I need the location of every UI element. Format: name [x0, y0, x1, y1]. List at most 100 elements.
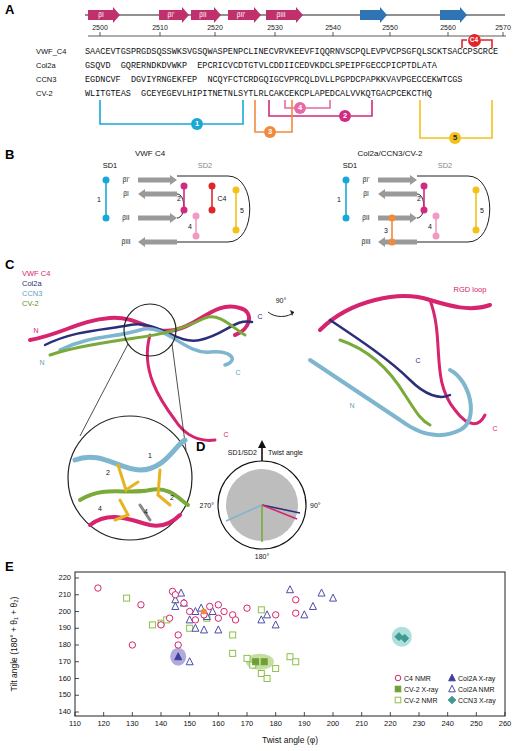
- panel-letter: C: [5, 258, 14, 271]
- data-point: [207, 603, 213, 609]
- label-text: 5: [240, 207, 244, 214]
- label-text: 5: [480, 207, 484, 214]
- data-point: [258, 670, 264, 676]
- label-text: Twist angle: [268, 449, 303, 456]
- label-text: 170: [58, 658, 71, 666]
- tick-mark: [75, 695, 79, 696]
- data-point: [244, 655, 250, 661]
- data-point: [244, 605, 250, 611]
- label-text: 110: [69, 720, 81, 728]
- disulfide-circle: 5: [449, 132, 461, 144]
- label-text: N: [349, 402, 354, 409]
- data-point: [95, 585, 101, 591]
- data-point: [215, 602, 221, 608]
- data-point: [172, 602, 179, 609]
- label-text: 2: [170, 494, 174, 501]
- label-text: 1: [97, 196, 101, 203]
- label-text: 2: [177, 195, 181, 202]
- label-text: GSQVD GQRERNDKDVWKP EPCRICVCDTGTVLCDDIIC…: [85, 62, 437, 71]
- label-text: 160: [212, 720, 225, 728]
- label-text: 2570: [495, 24, 511, 31]
- label-text: N: [33, 327, 38, 334]
- data-point: [449, 685, 456, 692]
- label-text: 4: [144, 508, 148, 515]
- label-text: 200: [58, 608, 71, 616]
- data-point: [253, 659, 259, 665]
- data-point: [264, 676, 270, 682]
- data-point: [261, 659, 267, 665]
- label-text: 250: [470, 720, 483, 728]
- label-text: SD1/SD2: [228, 449, 257, 456]
- label-text: βI': [363, 177, 370, 184]
- label-text: C: [257, 313, 262, 320]
- data-point: [449, 674, 456, 681]
- label-text: 90°: [276, 297, 287, 304]
- label-text: WLITGTEAS GCEYEGEVLHIPITNETNLSYTLRLCAKCE…: [85, 90, 432, 99]
- tick-mark: [361, 712, 362, 716]
- data-point: [287, 654, 293, 660]
- data-point: [149, 622, 155, 628]
- label-text: 240: [441, 720, 454, 728]
- label-text: CV-2: [22, 300, 39, 308]
- label-text: 170: [241, 720, 254, 728]
- highlight: [392, 627, 412, 647]
- label-text: 120: [97, 720, 110, 728]
- data-point: [215, 626, 222, 633]
- label-text: βI: [98, 12, 104, 19]
- label-text: VWF C4: [22, 270, 50, 278]
- tick-mark: [333, 712, 334, 716]
- label-text: 180: [269, 720, 282, 728]
- tick-mark: [447, 712, 448, 716]
- panel-letter: E: [5, 560, 14, 573]
- tick-mark: [132, 712, 133, 716]
- label-text: CV-2: [36, 90, 53, 98]
- label-text: 2560: [440, 24, 456, 31]
- data-point: [186, 658, 193, 665]
- label-text: 4: [98, 505, 102, 512]
- data-point: [293, 610, 299, 616]
- label-text: βIII: [121, 239, 130, 246]
- legend-text: CV-2 X-ray: [404, 686, 438, 693]
- label-text: SD2: [198, 162, 213, 170]
- label-text: C: [235, 369, 240, 376]
- data-point: [124, 595, 130, 601]
- tick-mark: [75, 661, 79, 662]
- label-text: 2500: [92, 24, 108, 31]
- label-text: 210: [58, 591, 71, 599]
- label-text: Col2a: [36, 62, 56, 70]
- data-point: [175, 642, 181, 648]
- data-point: [175, 653, 182, 660]
- label-text: C: [415, 357, 420, 364]
- legend-text: Col2A NMR: [458, 686, 495, 693]
- disulfide-circle: 1: [191, 118, 203, 130]
- label-text: 230: [413, 720, 426, 728]
- data-point: [448, 696, 456, 704]
- data-point: [309, 602, 316, 609]
- label-text: βII': [237, 12, 246, 19]
- disulfide-circle: C4: [468, 34, 481, 47]
- tick-mark: [247, 712, 248, 716]
- tick-mark: [390, 712, 391, 716]
- label-text: VWF C4: [135, 150, 165, 158]
- circle-number: 4: [298, 104, 302, 112]
- label-text: 1: [337, 196, 341, 203]
- data-point: [293, 597, 299, 603]
- data-point: [158, 622, 164, 628]
- tick-mark: [218, 712, 219, 716]
- label-text: 2540: [325, 24, 341, 31]
- label-text: 180: [58, 641, 71, 649]
- tick-mark: [75, 712, 76, 716]
- data-point: [395, 697, 401, 703]
- label-text: SD1: [343, 162, 358, 170]
- label-text: RGD loop: [454, 286, 487, 294]
- legend-text: Col2A X-ray: [458, 675, 495, 682]
- label-text: C: [492, 425, 497, 432]
- label-text: 2520: [207, 24, 223, 31]
- label-text: Col2a: [22, 280, 42, 288]
- tick-mark: [75, 611, 79, 612]
- tick-mark: [189, 712, 190, 716]
- circle-number: 3: [268, 128, 272, 136]
- label-text: 140: [155, 720, 168, 728]
- tick-mark: [505, 712, 506, 716]
- data-point: [395, 675, 401, 681]
